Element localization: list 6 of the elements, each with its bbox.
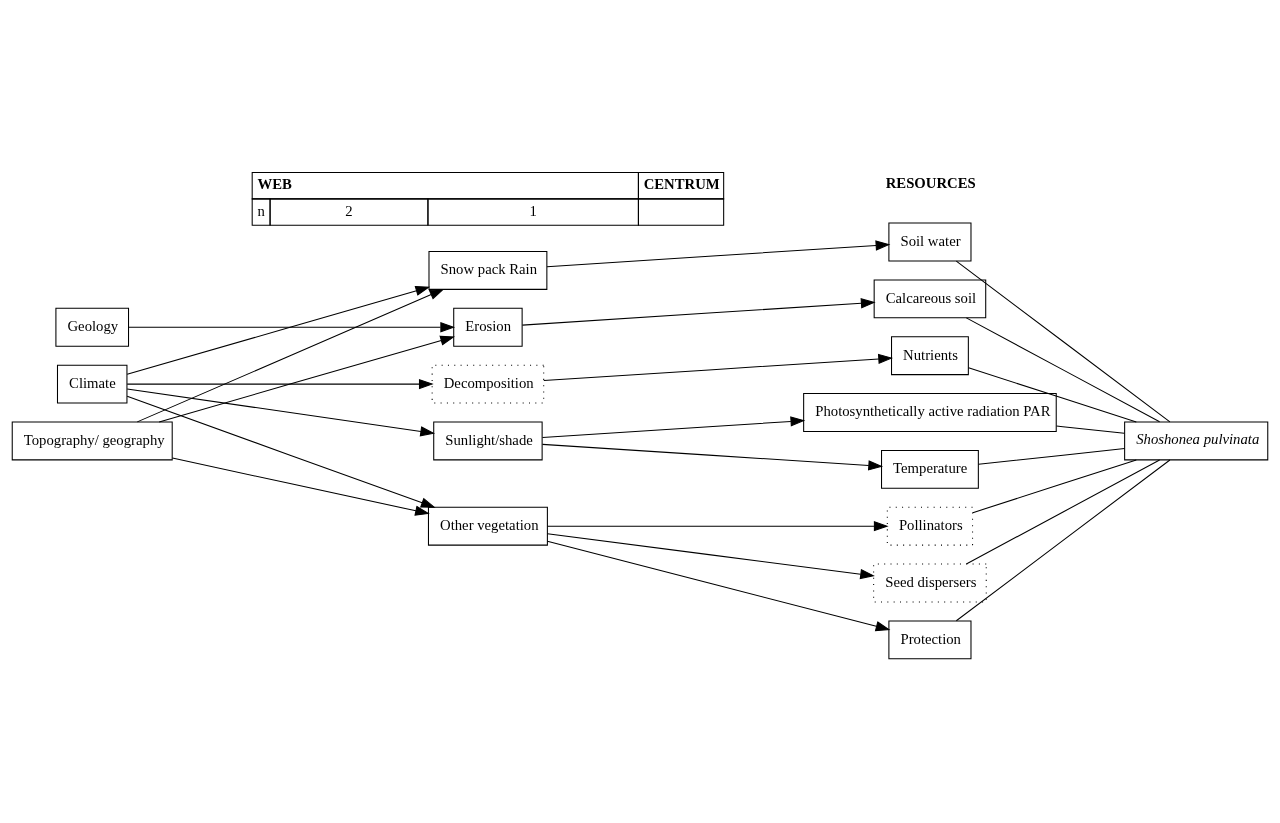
label: 2 bbox=[345, 202, 353, 219]
label: 1 bbox=[529, 202, 537, 219]
label: WEB bbox=[257, 175, 292, 192]
label: RESOURCES bbox=[885, 174, 976, 191]
label: CENTRUM bbox=[643, 175, 720, 192]
label: n bbox=[257, 202, 265, 219]
